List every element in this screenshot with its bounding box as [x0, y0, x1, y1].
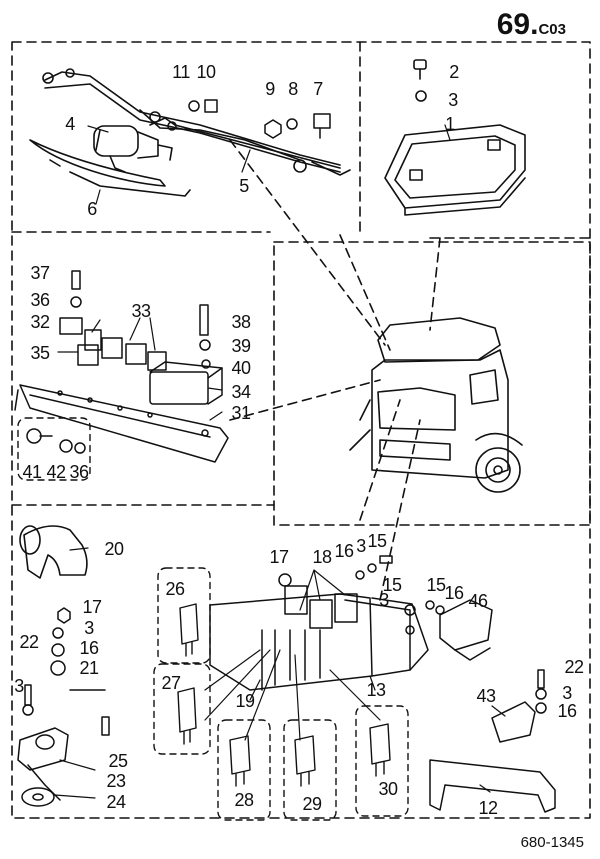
- callout-label: 39: [231, 336, 251, 356]
- fuses: [177, 603, 391, 787]
- page-section-code: C03: [538, 21, 566, 38]
- callout-label: 29: [302, 794, 322, 814]
- callout-label: 33: [131, 301, 151, 321]
- drawing-reference-number: 680-1345: [520, 834, 584, 851]
- callout-label: 30: [378, 779, 398, 799]
- callout-label: 31: [231, 403, 251, 423]
- callout-label: 41: [22, 462, 42, 482]
- callout-label: 42: [46, 462, 66, 482]
- relay-panel: [14, 270, 229, 463]
- callout-label: 20: [104, 539, 124, 559]
- callout-label: 22: [564, 657, 584, 677]
- callout-label: 9: [265, 79, 275, 99]
- callout-label: 15: [426, 575, 446, 595]
- callout-label: 36: [69, 462, 89, 482]
- callout-label: 36: [30, 290, 50, 310]
- callout-label: 24: [106, 792, 126, 812]
- callout-label: 32: [30, 312, 50, 332]
- callout-label: 21: [79, 658, 99, 678]
- callout-label: 3: [448, 90, 458, 110]
- truck-cab: [349, 317, 523, 493]
- callout-label: 37: [30, 263, 50, 283]
- callout-label: 3: [562, 683, 572, 703]
- bracket-and-relay-right: [429, 669, 556, 813]
- callout-label: 3: [379, 590, 389, 610]
- cover-panel: [384, 59, 526, 216]
- callout-label: 15: [382, 575, 402, 595]
- wiper-linkage: [42, 68, 351, 176]
- page-number-main: 69.: [496, 8, 539, 41]
- callout-label: 3: [14, 676, 24, 696]
- callout-label: 28: [234, 790, 254, 810]
- callout-label: 38: [231, 312, 251, 332]
- callout-label: 6: [87, 199, 97, 219]
- callout-label: 46: [468, 591, 488, 611]
- callout-label: 8: [288, 79, 298, 99]
- callout-label: 23: [106, 771, 126, 791]
- leader-lines: [54, 124, 506, 799]
- callout-label: 16: [79, 638, 99, 658]
- callout-label: 16: [557, 701, 577, 721]
- small-hardware-top: [188, 99, 331, 139]
- callout-label: 13: [366, 680, 386, 700]
- callout-label: 1: [445, 114, 455, 134]
- callout-label: 12: [478, 798, 498, 818]
- wiper-arm: [29, 139, 191, 197]
- switch-assembly: [17, 607, 110, 807]
- section-borders: [11, 41, 591, 819]
- callout-label: 15: [367, 531, 387, 551]
- callout-label: 17: [269, 547, 289, 567]
- callout-label: 11: [172, 62, 190, 82]
- callout-label: 3: [84, 618, 94, 638]
- callout-label: 22: [19, 632, 39, 652]
- callout-label: 34: [231, 382, 251, 402]
- callout-label: 3: [356, 536, 366, 556]
- callout-label: 16: [334, 541, 354, 561]
- callout-label: 7: [313, 79, 323, 99]
- callout-label: 18: [312, 547, 332, 567]
- callout-label: 4: [65, 114, 75, 134]
- callout-label: 5: [239, 176, 249, 196]
- callout-label: 2: [449, 62, 459, 82]
- fuse-box: [209, 555, 445, 691]
- page-number: 69.C03: [497, 8, 566, 42]
- flasher-unit: [439, 599, 493, 661]
- callout-label: 16: [444, 583, 464, 603]
- boot-cover: [19, 525, 88, 579]
- callout-label: 17: [82, 597, 102, 617]
- callout-label: 19: [235, 691, 255, 711]
- callout-label: 35: [30, 343, 50, 363]
- callout-label: 43: [476, 686, 496, 706]
- wiper-motor: [93, 125, 173, 173]
- callout-label: 10: [196, 62, 216, 82]
- callout-label: 25: [108, 751, 128, 771]
- callout-label: 27: [161, 673, 181, 693]
- callout-label: 26: [165, 579, 185, 599]
- callout-label: 40: [231, 358, 251, 378]
